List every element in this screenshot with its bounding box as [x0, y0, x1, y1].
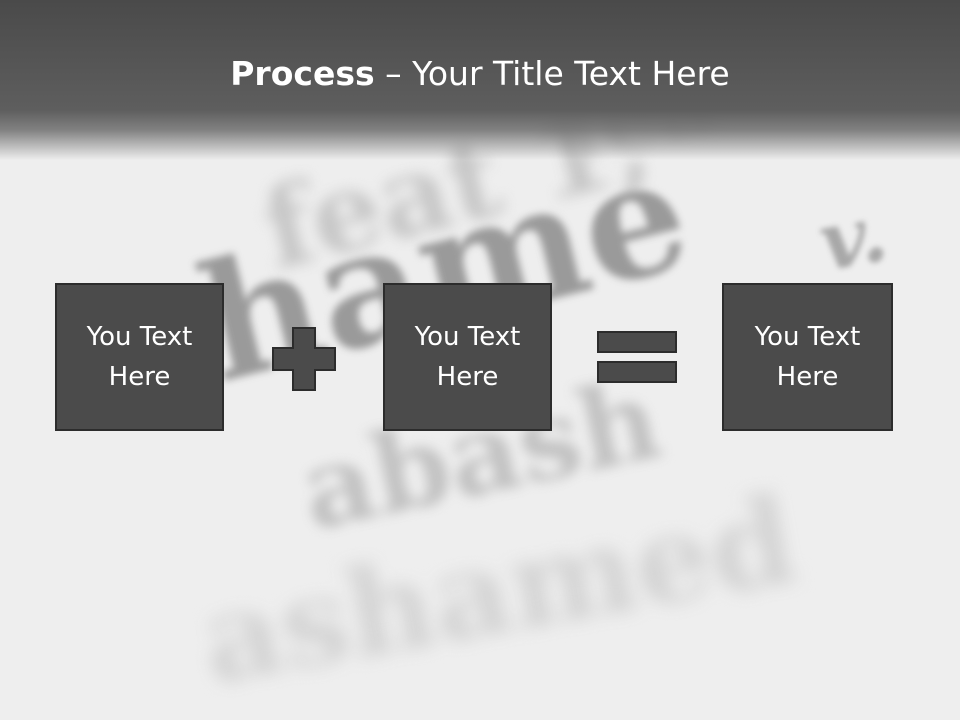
equals-icon [597, 331, 677, 383]
background-word: v. [812, 184, 894, 290]
title-rest: – Your Title Text Here [374, 54, 730, 93]
title-bold: Process [230, 54, 375, 93]
text-box-2-label: You Text Here [414, 322, 521, 392]
text-box-1-label: You Text Here [86, 322, 193, 392]
text-box-3-label: You Text Here [754, 322, 861, 392]
title-bar [0, 0, 960, 160]
text-box-3[interactable]: You Text Here [722, 283, 893, 431]
slide-title[interactable]: Process – Your Title Text Here [0, 52, 960, 96]
plus-icon [272, 327, 336, 391]
text-box-1[interactable]: You Text Here [55, 283, 224, 431]
text-box-2[interactable]: You Text Here [383, 283, 552, 431]
